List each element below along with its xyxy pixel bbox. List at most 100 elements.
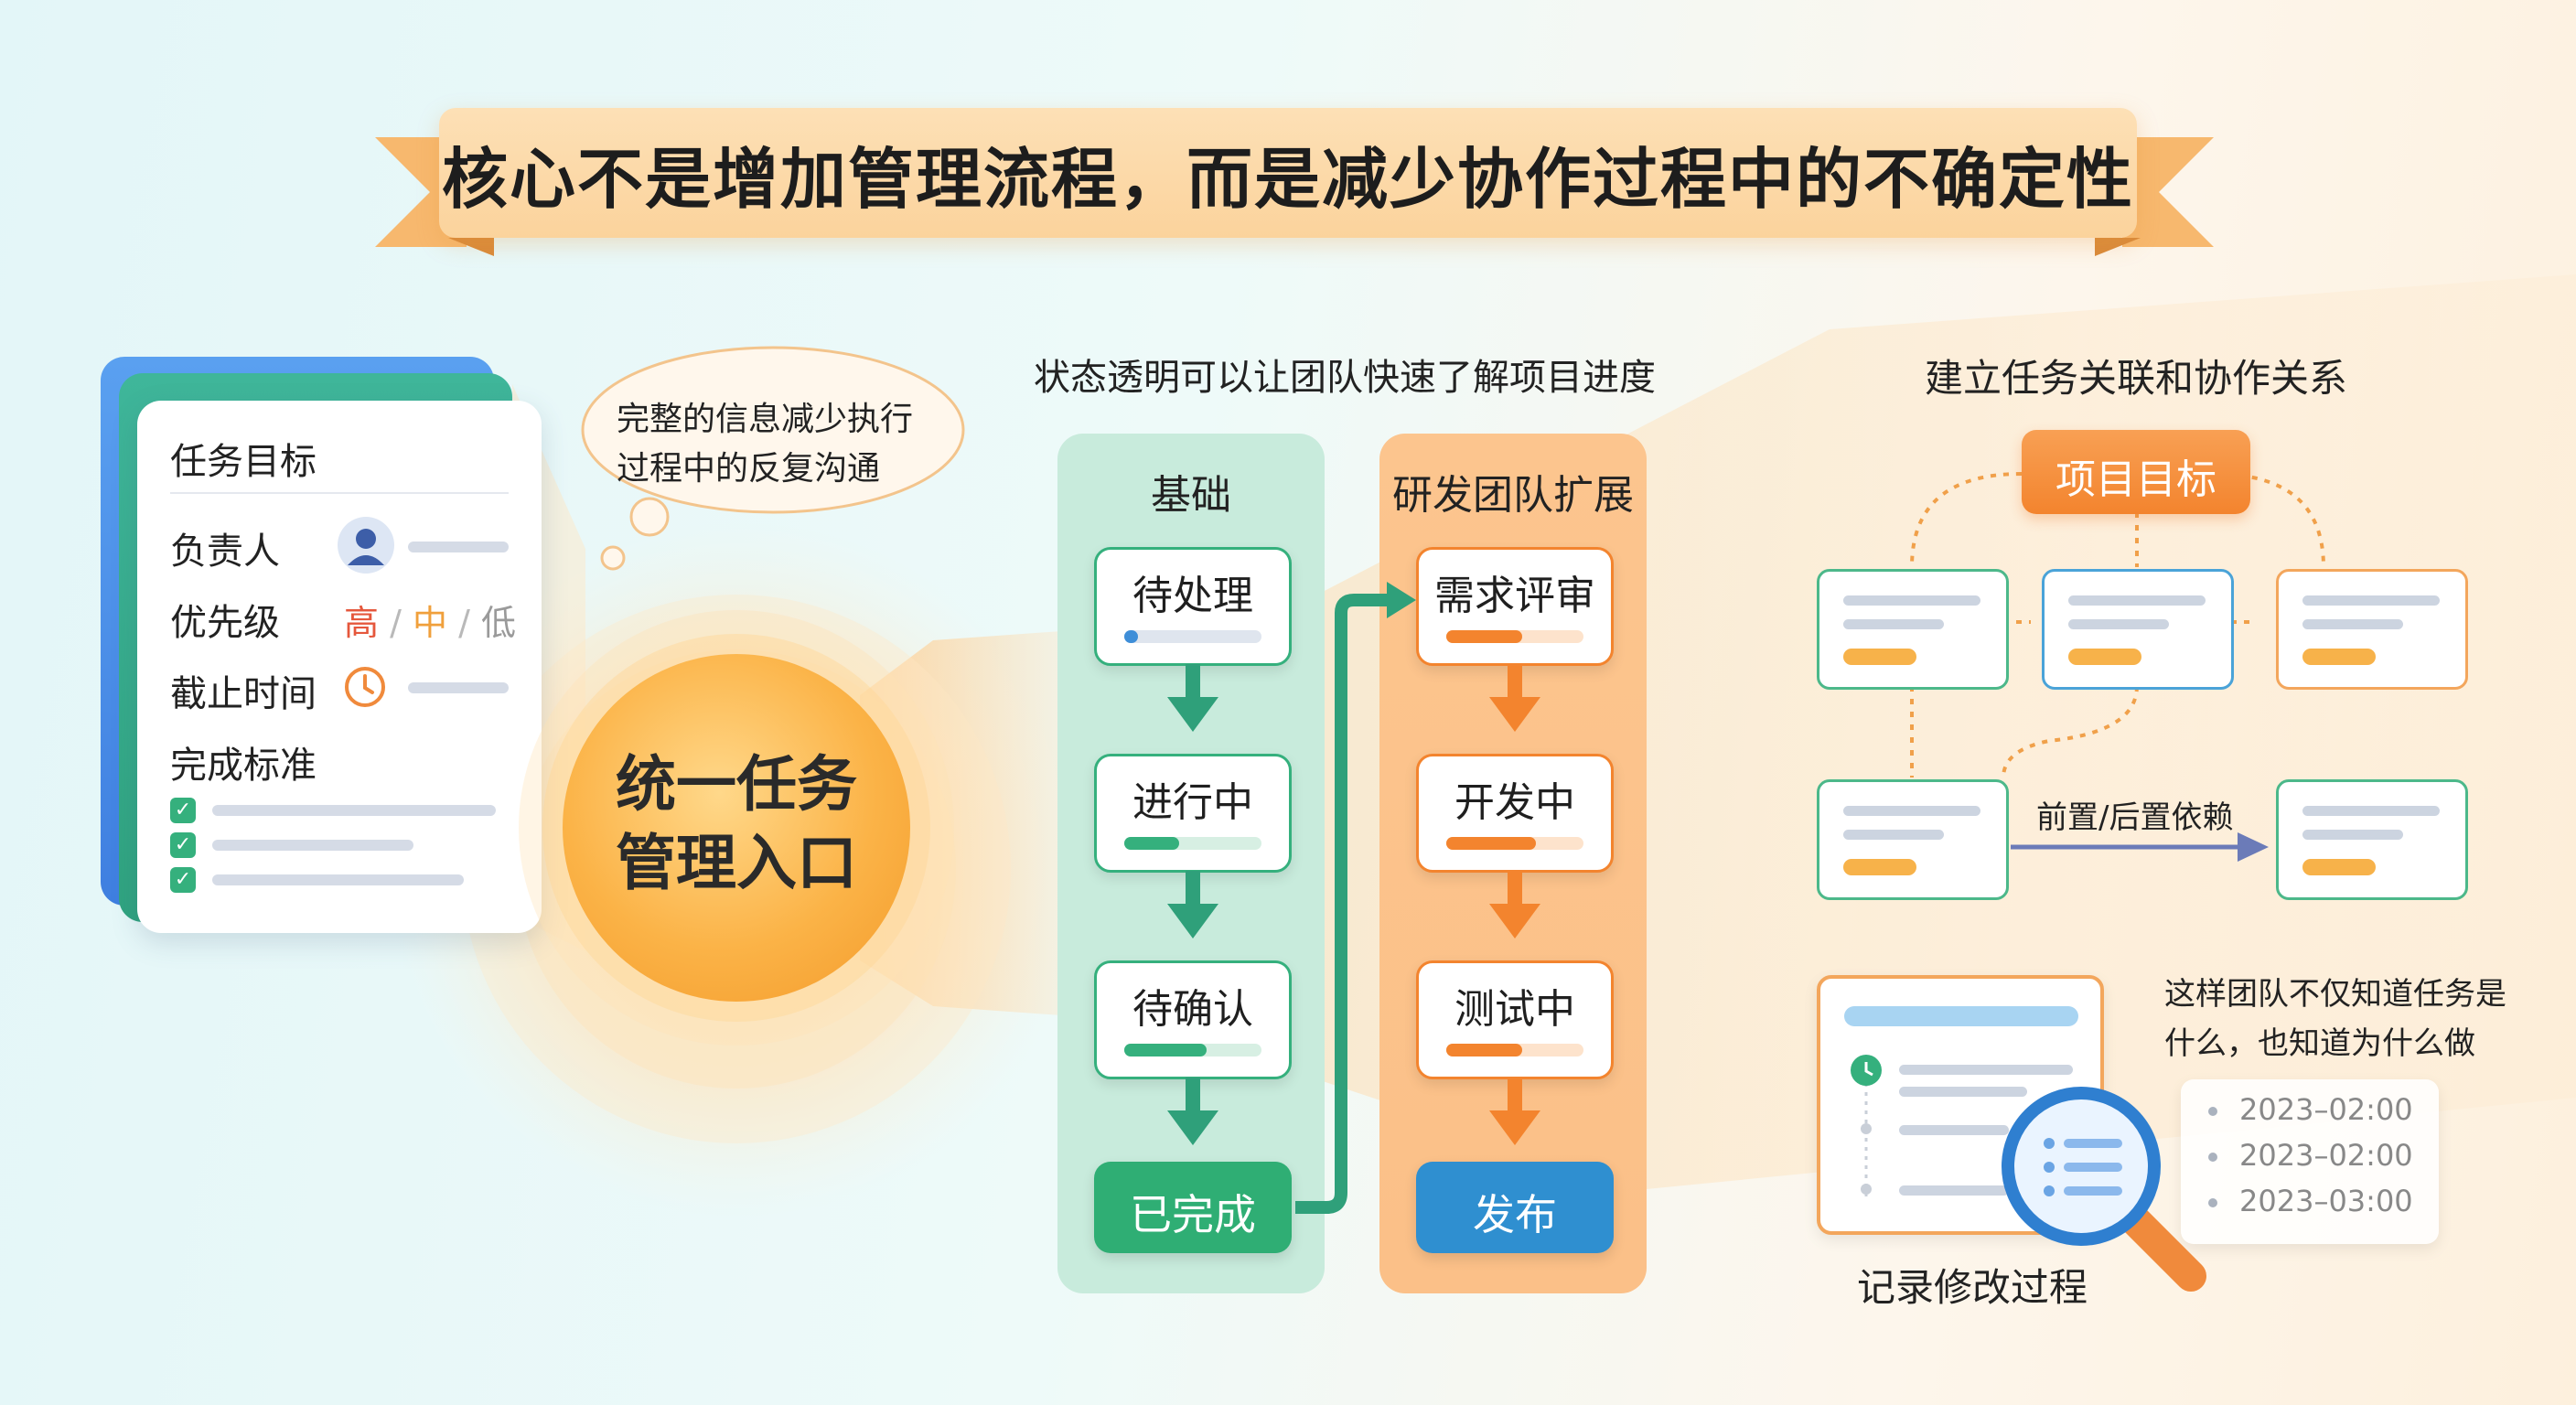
stage-in-progress[interactable]: 进行中 (1094, 754, 1292, 873)
rd-column-title: 研发团队扩展 (1392, 472, 1634, 519)
owner-name-placeholder (408, 542, 509, 552)
progress-track (1124, 837, 1261, 850)
timeline-dot (2208, 1107, 2217, 1116)
task-goal-card[interactable]: 任务目标 负责人 优先级 高 / 中 / 低 截止时间 完成标准 ✓ ✓ ✓ (137, 401, 542, 933)
stage-to-confirm[interactable]: 待确认 (1094, 960, 1292, 1079)
timestamp: 2023–02:00 (2239, 1092, 2413, 1127)
node-line (1843, 830, 1944, 840)
priority-mid[interactable]: 中 (413, 603, 448, 643)
basic-column-title: 基础 (1151, 472, 1231, 519)
task-node[interactable] (2276, 779, 2468, 900)
node-line (2068, 619, 2169, 629)
unified-entry-orb[interactable] (563, 654, 910, 1002)
doc-line (1899, 1065, 2073, 1075)
checkbox-checked-icon[interactable]: ✓ (170, 798, 196, 823)
checkbox-checked-icon[interactable]: ✓ (170, 832, 196, 858)
progress-fill (1124, 1044, 1207, 1056)
stage-label: 开发中 (1454, 779, 1575, 826)
stage-label: 进行中 (1132, 779, 1253, 826)
priority-label: 优先级 (170, 602, 280, 644)
orb-line-2: 管理入口 (616, 828, 857, 898)
progress-track (1124, 1044, 1261, 1056)
relations-caption: 建立任务关联和协作关系 (1925, 356, 2348, 401)
node-line (2302, 619, 2403, 629)
progress-track (1446, 1044, 1583, 1056)
criteria-label: 完成标准 (170, 745, 317, 787)
clock-icon[interactable] (342, 664, 388, 710)
task-node[interactable] (1817, 569, 2009, 690)
priority-low[interactable]: 低 (481, 603, 517, 643)
timestamp: 2023–02:00 (2239, 1138, 2413, 1173)
flow-caption: 状态透明可以让团队快速了解项目进度 (1034, 357, 1656, 399)
progress-track (1446, 837, 1583, 850)
doc-line (1899, 1185, 2009, 1196)
task-goal-heading: 任务目标 (170, 441, 317, 483)
stage-label: 待处理 (1132, 573, 1253, 619)
checkbox-checked-icon[interactable]: ✓ (170, 867, 196, 893)
deadline-placeholder (408, 682, 509, 693)
release-button[interactable]: 发布 (1416, 1162, 1614, 1253)
timeline-dot (2208, 1198, 2217, 1207)
owner-label: 负责人 (170, 531, 280, 573)
node-line (1843, 619, 1944, 629)
node-line (1843, 595, 1980, 606)
task-node[interactable] (2276, 569, 2468, 690)
node-line (1843, 806, 1980, 816)
timeline-dot (2208, 1153, 2217, 1162)
doc-line (1899, 1125, 2009, 1135)
thought-line-1: 完整的信息减少执行 (617, 401, 914, 438)
flow-arrows (1167, 582, 1540, 1214)
deadline-label: 截止时间 (170, 673, 317, 715)
criteria-line (212, 840, 413, 851)
node-line (2302, 595, 2440, 606)
priority-options[interactable]: 高 / 中 / 低 (344, 595, 516, 645)
history-caption: 这样团队不仅知道任务是 什么，也知道为什么做 (2164, 970, 2506, 1068)
node-tag (2068, 649, 2141, 665)
project-goal-node[interactable]: 项目目标 (2022, 430, 2250, 514)
page-title: 核心不是增加管理流程，而是减少协作过程中的不确定性 (441, 140, 2134, 218)
unified-entry-text: 统一任务 管理入口 (563, 745, 910, 903)
progress-fill (1446, 630, 1522, 643)
stage-testing[interactable]: 测试中 (1416, 960, 1614, 1079)
stage-developing[interactable]: 开发中 (1416, 754, 1614, 873)
project-goal-label: 项目目标 (2055, 456, 2216, 503)
progress-fill (1446, 837, 1536, 850)
orb-line-1: 统一任务 (616, 749, 857, 820)
change-log-label: 记录修改过程 (1857, 1265, 2088, 1310)
task-node[interactable] (2042, 569, 2234, 690)
avatar-icon[interactable] (337, 516, 395, 574)
release-label: 发布 (1473, 1190, 1557, 1239)
history-caption-line-2: 什么，也知道为什么做 (2164, 1025, 2475, 1062)
stage-label: 待确认 (1132, 986, 1253, 1033)
node-tag (2302, 859, 2376, 875)
priority-separator: / (390, 603, 402, 643)
priority-separator: / (458, 603, 470, 643)
history-caption-line-1: 这样团队不仅知道任务是 (2164, 976, 2506, 1013)
doc-line (1899, 1087, 2027, 1097)
magnifier-icon[interactable] (1994, 1079, 2223, 1299)
priority-high[interactable]: 高 (344, 603, 380, 643)
node-tag (1843, 649, 1916, 665)
progress-fill (1124, 630, 1138, 643)
stage-label: 需求评审 (1434, 573, 1595, 619)
stage-done-label: 已完成 (1130, 1190, 1256, 1239)
timestamp-list: 2023–02:00 2023–02:00 2023–03:00 (2181, 1079, 2439, 1244)
stage-done-button[interactable]: 已完成 (1094, 1162, 1292, 1253)
progress-track (1124, 630, 1261, 643)
task-node[interactable] (1817, 779, 2009, 900)
thought-bubble-shape (581, 346, 965, 571)
stage-pending[interactable]: 待处理 (1094, 547, 1292, 666)
thought-bubble-text: 完整的信息减少执行 过程中的反复沟通 (617, 395, 913, 494)
relation-connectors (1910, 472, 2325, 862)
doc-timeline (1851, 1055, 1882, 1198)
criteria-line (212, 874, 464, 885)
thought-line-2: 过程中的反复沟通 (617, 450, 881, 488)
progress-fill (1124, 837, 1179, 850)
progress-fill (1446, 1044, 1522, 1056)
node-line (2068, 595, 2206, 606)
node-line (2302, 806, 2440, 816)
criteria-line (212, 805, 496, 816)
node-tag (1843, 859, 1916, 875)
stage-label: 测试中 (1454, 986, 1575, 1033)
